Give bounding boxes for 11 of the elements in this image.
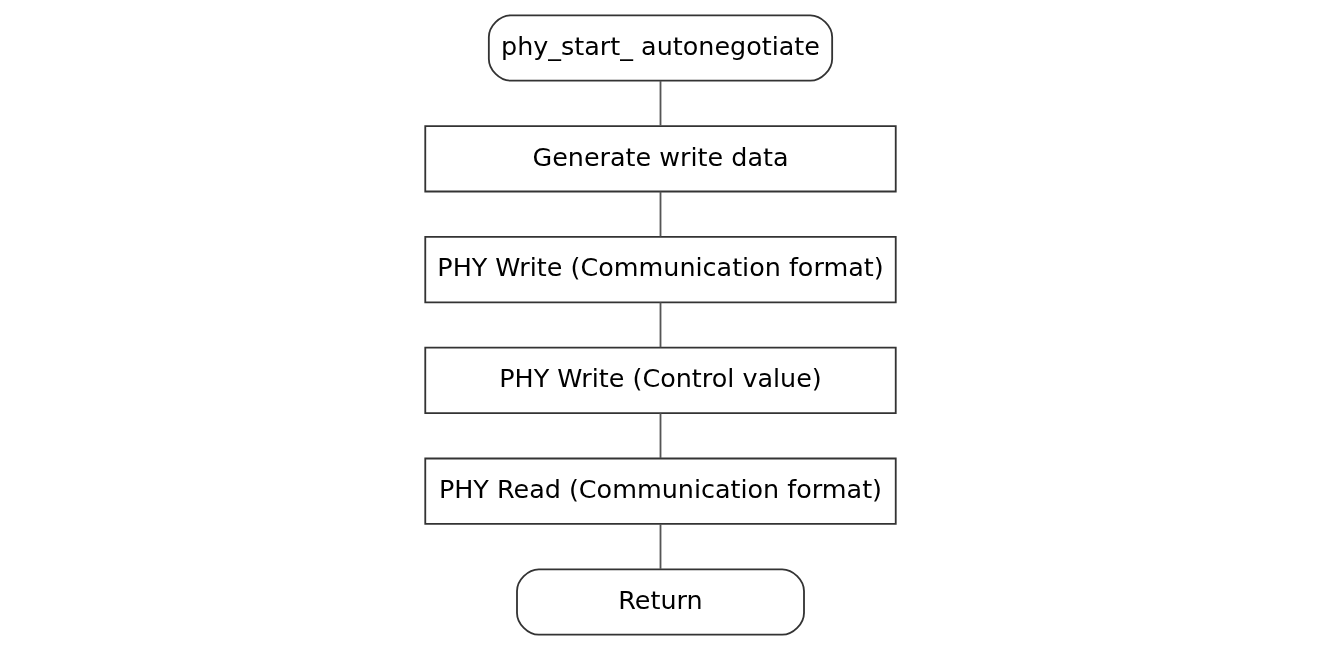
connector xyxy=(659,523,661,570)
node-box: PHY Write (Communication format) xyxy=(423,236,897,304)
node-box: phy_start_ autonegotiate xyxy=(487,14,833,82)
node-box: PHY Read (Communication format) xyxy=(423,457,897,525)
node-box: Generate write data xyxy=(423,125,897,193)
connector xyxy=(659,412,661,459)
connector xyxy=(659,79,661,127)
connector xyxy=(659,190,661,238)
node-box: Return xyxy=(515,568,805,636)
node-box: PHY Write (Control value) xyxy=(423,346,897,414)
connector xyxy=(659,301,661,349)
